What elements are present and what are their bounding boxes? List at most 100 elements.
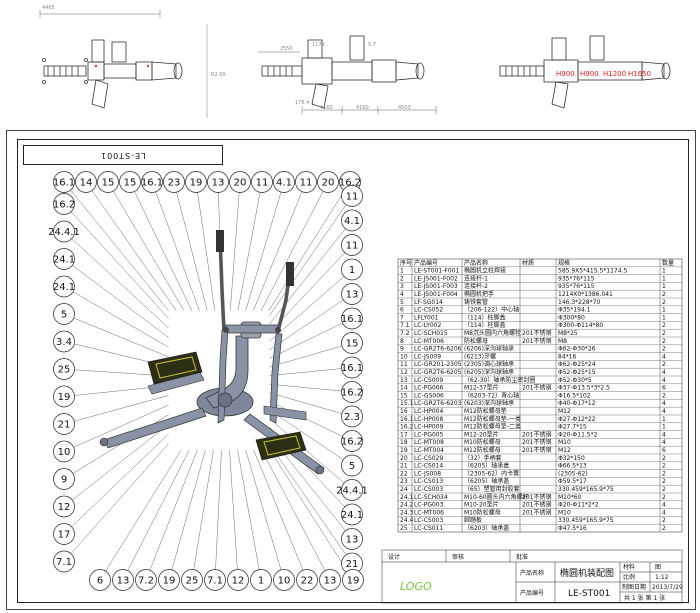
approve-label: 批准	[516, 553, 528, 561]
balloon-right-6: 15	[346, 339, 359, 350]
balloon-left-5-circle	[53, 330, 75, 353]
balloon-right-4: 13	[346, 290, 359, 301]
bom-row-15-cell-4: Φ37-Φ13.5*3*2.5	[558, 385, 610, 392]
height-label-2: H1200	[603, 70, 626, 78]
bom-row-17-cell-0: 15.1	[400, 400, 414, 407]
bom-row-17-cell-5: 4	[662, 400, 666, 407]
bom-row-11-cell-4: 84*16	[558, 353, 576, 360]
bom-row-5-cell-4: Φ35*194.1	[558, 307, 591, 314]
bom-row-27-cell-4: Φ59.5*17	[558, 478, 587, 485]
balloon-top-0: 16.1	[53, 178, 75, 189]
bom-row-22-cell-3: 201不锈钢	[522, 438, 551, 446]
balloon-bottom-9: 22	[301, 576, 314, 587]
bom-row-17-cell-4: Φ40-Φ17*12	[558, 400, 596, 407]
balloon-right-14-circle	[341, 528, 363, 550]
top-views: 4465 R2.50 2550 1179 5.7 176.4 4160 4160…	[39, 5, 671, 118]
bom-row-1-cell-5: 1	[662, 275, 666, 282]
bom-row-22-cell-5: 4	[662, 439, 666, 446]
balloon-bottom-11-circle	[342, 569, 364, 591]
balloon-bottom-7-circle	[250, 569, 272, 591]
bom-row-33-cell-4: Φ47.5*16	[558, 525, 587, 532]
balloon-right-9-circle	[341, 405, 363, 428]
bom-row-31-cell-0: 24.3	[400, 509, 414, 516]
plan-view-middle	[258, 35, 437, 114]
bom-row-30-cell-2: M10-20垫片	[464, 501, 499, 509]
balloon-right-9: 2.3	[344, 412, 360, 423]
bom-row-22-cell-2: M10防松螺母	[464, 438, 501, 446]
bom-row-4-cell-1: LF-SG014	[414, 299, 443, 306]
bom-row-24-cell-5: 2	[662, 455, 666, 462]
bom-row-30-cell-3: 201不锈钢	[522, 501, 551, 509]
balloon-top-2-circle	[97, 171, 119, 193]
bom-row-19-cell-5: 1	[662, 416, 666, 423]
balloon-right-6-circle	[341, 332, 363, 354]
bom-row-28-cell-2: （65）塑管用封胶套	[464, 485, 520, 493]
bom-row-23-cell-1: LC-MT004	[414, 447, 444, 454]
left-pedal-pad	[155, 356, 197, 379]
bom-row-31-cell-2: M10防松螺母	[464, 508, 501, 516]
bom-row-12-cell-4: Φ62-Φ25*24	[558, 361, 596, 368]
balloon-right-13-circle	[341, 503, 363, 526]
bom-row-17-cell-1: LC-GR2T6-6203	[414, 400, 462, 407]
balloon-right-2-circle	[341, 234, 363, 256]
left-roller-icon	[99, 437, 109, 447]
bom-row-10-cell-1: LC-GR2T6-6206	[414, 346, 462, 353]
leader-lines	[63, 181, 354, 581]
bom-row-23-cell-2: M12防松螺母	[464, 446, 501, 454]
bom-row-33-cell-0: 25	[400, 525, 408, 532]
balloon-top-4: 16.1	[141, 178, 163, 189]
bom-row-0-cell-4: 585.9X5*415.5*1174.5	[558, 268, 627, 275]
balloon-right-11: 5	[349, 461, 355, 472]
bom-row-7-cell-1: LC-LY002	[414, 322, 442, 329]
balloon-left-10-circle	[53, 468, 75, 490]
bom-row-10-cell-0: 9	[400, 346, 404, 353]
balloon-left-8: 21	[58, 420, 71, 431]
bom-row-10-cell-5: 2	[662, 346, 666, 353]
balloon-left-9: 10	[58, 447, 71, 458]
balloon-top-9-circle	[251, 171, 273, 193]
right-pivot-icon	[275, 327, 281, 333]
balloon-right-0: 11	[346, 192, 359, 203]
drawing-label: 图	[655, 564, 661, 571]
bom-row-13-cell-5: 4	[662, 369, 666, 376]
title-block	[381, 549, 683, 604]
bom-row-14-cell-5: 4	[662, 377, 666, 384]
bom-row-16-cell-0: 15	[400, 392, 408, 399]
height-label-1: H900	[580, 70, 599, 78]
bom-row-6-cell-4: Φ300*80	[558, 314, 585, 321]
balloon-left-0-circle	[53, 193, 75, 215]
bom-row-15-cell-2: M12-37垫片	[464, 384, 499, 392]
bom-row-27-cell-2: （6205）轴承盖	[464, 477, 509, 485]
bom-row-13-cell-2: (6205)深沟球轴承	[464, 368, 514, 376]
bom-row-1-cell-4: 935*76*115	[558, 275, 595, 282]
bom-row-1-cell-1: LE-JS001-F002	[414, 275, 458, 282]
center-hub-icon	[217, 392, 233, 408]
balloon-left-11: 12	[58, 502, 71, 513]
balloon-top-3: 15	[124, 178, 137, 189]
balloon-bottom-7: 1	[258, 576, 264, 587]
bom-row-29-cell-0: 24.1	[400, 494, 414, 501]
bom-row-32-cell-0: 24.4	[400, 517, 414, 524]
bom-row-21-cell-1: LC-PG005	[414, 431, 444, 438]
balloon-right-1: 4.1	[344, 216, 360, 227]
dim-mid-3: 176.4	[295, 100, 309, 106]
bom-row-13-cell-1: LC-GR2T6-6205	[414, 369, 462, 376]
balloon-bottom-4: 25	[186, 576, 199, 587]
drawing-sheet: LE-ST001	[6, 130, 696, 610]
bom-row-8-cell-4: M8*25	[558, 330, 578, 337]
balloon-left-3: 24.1	[53, 282, 75, 293]
bom-row-1-cell-2: 连接杆-1	[464, 274, 488, 282]
bom-row-12-cell-0: 11	[400, 361, 408, 368]
dim-left-top: 4465	[42, 5, 55, 11]
bom-row-21-cell-5: 4	[662, 431, 666, 438]
bom-row-1-cell-0: 2	[400, 275, 404, 282]
bom-row-29-cell-4: M10*60	[558, 494, 582, 501]
balloon-bottom-8-circle	[273, 569, 295, 591]
bom-header-2: 产品名称	[464, 259, 488, 267]
balloon-left-2: 24.1	[53, 255, 75, 266]
bom-row-22-cell-4: M10	[558, 439, 571, 446]
bom-row-5-cell-5: 1	[662, 307, 666, 314]
balloon-top-8: 20	[234, 178, 247, 189]
bom-row-9-cell-0: 8	[400, 338, 404, 345]
